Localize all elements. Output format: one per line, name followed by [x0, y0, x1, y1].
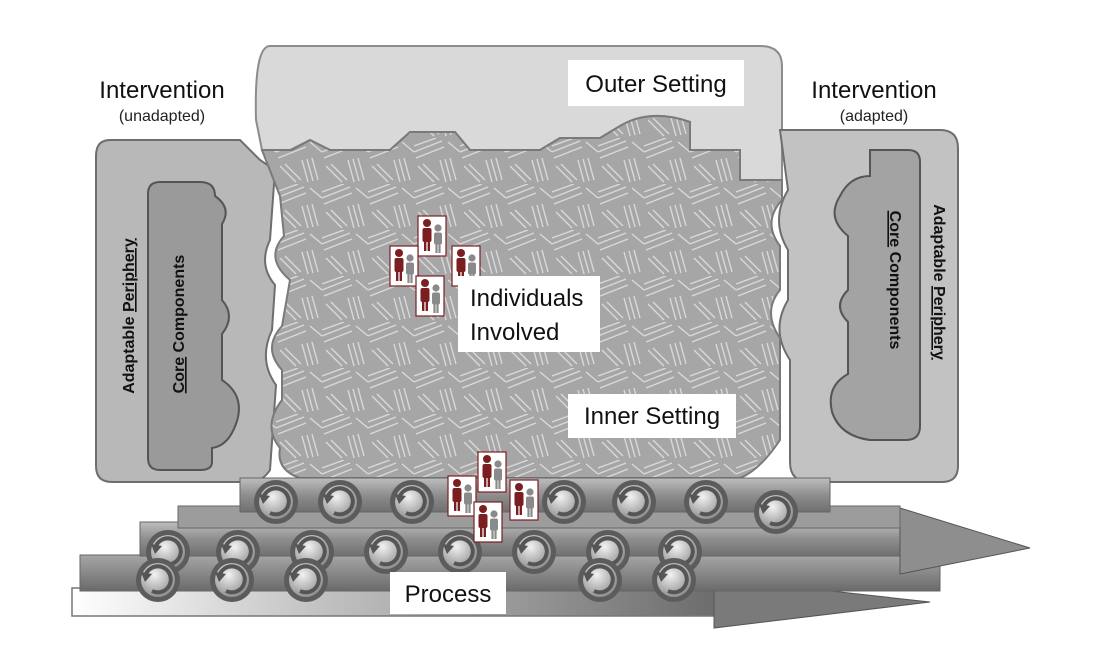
core-right-shape — [829, 149, 921, 441]
circular-arrow-icon — [610, 478, 658, 526]
left-core-components-label: Core Components — [171, 255, 188, 394]
intervention-right-subtitle: (adapted) — [840, 108, 909, 125]
intervention-left-title: Intervention — [99, 77, 224, 104]
inner-setting-label-box — [568, 394, 736, 438]
process-label-box — [390, 572, 506, 614]
outer-setting-label: Outer Setting — [585, 71, 726, 98]
circular-arrow-icon — [252, 478, 300, 526]
circular-arrow-icon — [208, 556, 256, 604]
right-core-components-label: Core Components — [886, 211, 903, 350]
left-adaptable-periphery-label: Adaptable Periphery — [121, 238, 138, 394]
circular-arrow-icon — [388, 478, 436, 526]
circular-arrow-icon — [752, 488, 800, 536]
circular-arrow-icon — [134, 556, 182, 604]
inner-setting-label: Inner Setting — [584, 403, 720, 430]
circular-arrow-icon — [510, 528, 558, 576]
circular-arrow-icon — [362, 528, 410, 576]
process-label: Process — [405, 581, 492, 608]
intervention-left-subtitle: (unadapted) — [119, 108, 205, 125]
circular-arrow-icon — [576, 556, 624, 604]
circular-arrow-icon — [682, 478, 730, 526]
individuals-label-line2: Involved — [470, 319, 559, 346]
circular-arrow-icon — [540, 478, 588, 526]
individuals-label-box — [458, 276, 600, 352]
core-left-shape — [147, 181, 240, 471]
circular-arrow-icon — [650, 556, 698, 604]
circular-arrow-icon — [282, 556, 330, 604]
individuals-label-line1: Individuals — [470, 285, 583, 312]
outer-setting-label-box — [568, 60, 744, 106]
right-adaptable-periphery-label: Adaptable Periphery — [930, 204, 947, 360]
intervention-right-title: Intervention — [811, 77, 936, 104]
circular-arrow-icon — [316, 478, 364, 526]
